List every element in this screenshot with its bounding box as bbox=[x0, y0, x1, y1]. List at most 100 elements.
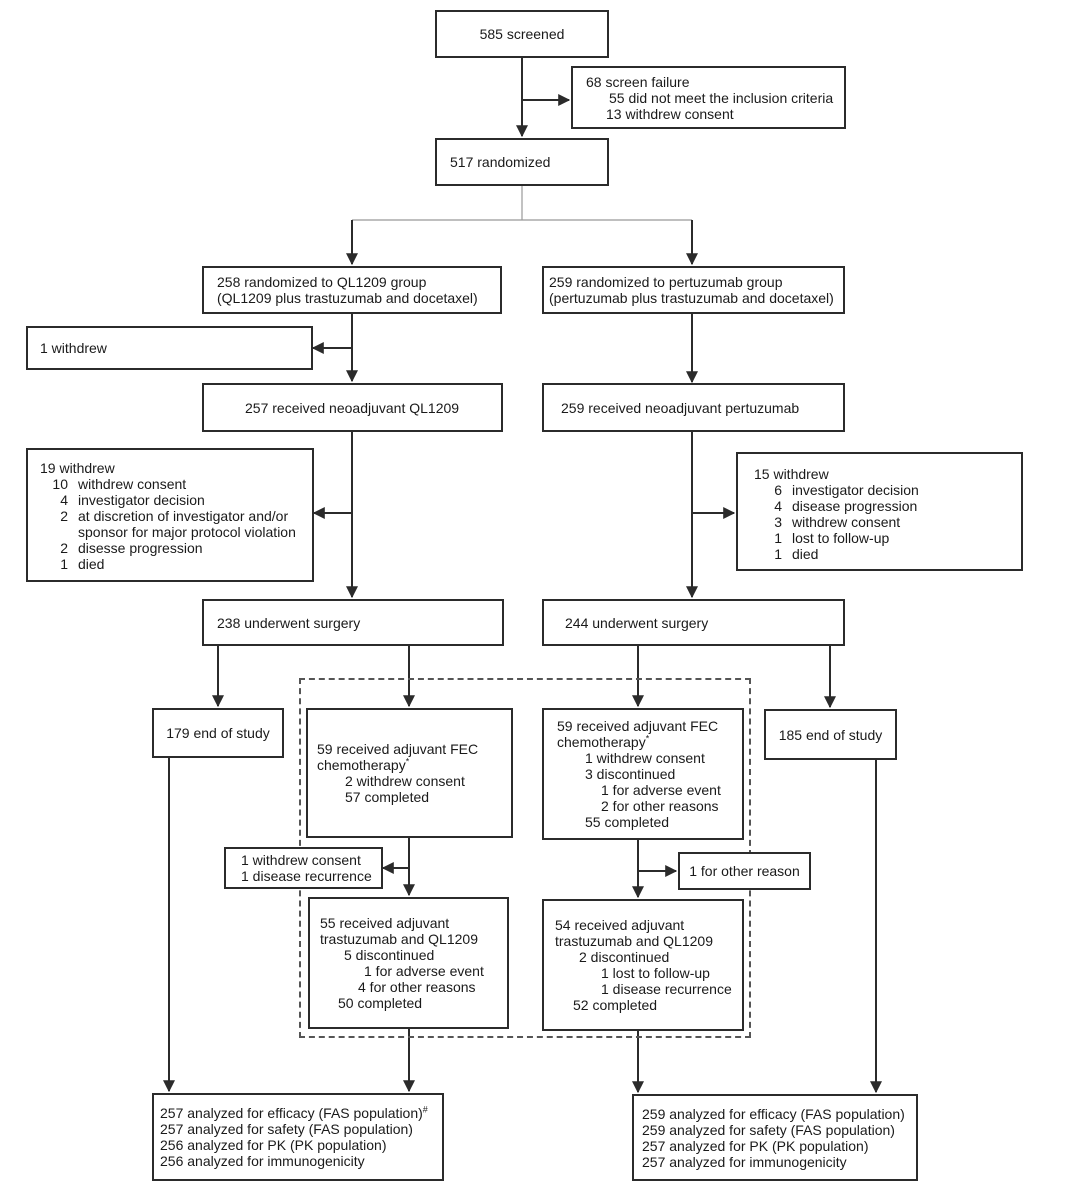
right-fec-title: 59 received adjuvant FEC bbox=[557, 718, 719, 734]
right-received-label: 259 received neoadjuvant pertuzumab bbox=[561, 399, 800, 416]
box-left-side: 1 withdrew consent 1 disease recurrence bbox=[224, 847, 383, 889]
box-left-end-of-study: 179 end of study bbox=[152, 708, 284, 758]
right-fec-item: 1 withdrew consent bbox=[585, 750, 705, 766]
screen-failure-item: 13 withdrew consent bbox=[606, 105, 734, 122]
right-analysis-line: 257 analyzed for PK (PK population) bbox=[642, 1137, 869, 1154]
withdrawal-reason-row: 2 at discretion of investigator and/or bbox=[40, 508, 312, 524]
left-adjuvant-sub: 1 for adverse event bbox=[364, 963, 484, 979]
right-withdrew-15-title: 15 withdrew bbox=[754, 466, 829, 482]
box-right-analysis: 259 analyzed for efficacy (FAS populatio… bbox=[632, 1094, 918, 1181]
left-group-line: 258 randomized to QL1209 group bbox=[217, 274, 427, 290]
right-group-line: 259 randomized to pertuzumab group bbox=[549, 274, 783, 290]
withdrawal-reason-row: 3 withdrew consent bbox=[754, 514, 1021, 530]
right-adjuvant-sub: 1 lost to follow-up bbox=[601, 965, 710, 981]
withdrawal-reason: investigator decision bbox=[792, 482, 919, 498]
right-adjuvant-discontinued: 2 discontinued bbox=[579, 949, 670, 965]
box-left-adjuvant: 55 received adjuvant trastuzumab and QL1… bbox=[308, 897, 509, 1029]
withdrawal-reason: sponsor for major protocol violation bbox=[78, 524, 296, 540]
box-right-received: 259 received neoadjuvant pertuzumab bbox=[542, 383, 845, 432]
right-analysis-line: 259 analyzed for safety (FAS population) bbox=[642, 1121, 895, 1138]
box-left-withdrew-19: 19 withdrew 10 withdrew consent 4 investiga… bbox=[26, 448, 314, 582]
right-adjuvant-completed: 52 completed bbox=[573, 997, 658, 1013]
right-adjuvant-sub: 1 disease recurrence bbox=[601, 981, 732, 997]
box-left-analysis: 257 analyzed for efficacy (FAS populatio… bbox=[152, 1093, 444, 1181]
right-group-line: (pertuzumab plus trastuzumab and docetax… bbox=[549, 290, 834, 306]
left-analysis-footnote-mark: # bbox=[422, 1104, 428, 1115]
left-analysis-line: 256 analyzed for PK (PK population) bbox=[160, 1137, 387, 1153]
withdrawal-count: 4 bbox=[60, 492, 68, 508]
right-fec-completed: 55 completed bbox=[585, 814, 670, 830]
right-fec-sub: 2 for other reasons bbox=[601, 798, 719, 814]
withdrawal-count: 1 bbox=[774, 546, 782, 562]
left-group-line: (QL1209 plus trastuzumab and docetaxel) bbox=[217, 290, 478, 306]
screened-label: 585 screened bbox=[479, 26, 565, 42]
left-surgery-label: 238 underwent surgery bbox=[217, 614, 361, 631]
withdrawal-reason-row: 2 disesse progression bbox=[40, 540, 312, 556]
box-right-fec: 59 received adjuvant FEC chemotherapy* 1… bbox=[542, 708, 744, 840]
withdrawal-reason: disease progression bbox=[792, 498, 918, 514]
screen-failure-title: 68 screen failure bbox=[586, 73, 690, 90]
left-adjuvant-title: 55 received adjuvant bbox=[320, 915, 450, 931]
box-left-surgery: 238 underwent surgery bbox=[202, 599, 504, 646]
withdrawal-reason-row: 10 withdrew consent bbox=[40, 476, 312, 492]
withdrawal-reason: withdrew consent bbox=[78, 476, 187, 492]
left-analysis-line: 257 analyzed for efficacy (FAS populatio… bbox=[160, 1104, 428, 1121]
box-screened: 585 screened bbox=[435, 10, 609, 58]
right-fec-sub: 1 for adverse event bbox=[601, 782, 721, 798]
withdrawal-reason: lost to follow-up bbox=[792, 530, 890, 546]
withdrawal-reason: died bbox=[78, 556, 105, 572]
left-withdrew-19-list: 10 withdrew consent 4 investigator decision… bbox=[40, 476, 312, 572]
right-fec-title: chemotherapy* bbox=[557, 733, 650, 750]
right-side-label: 1 for other reason bbox=[689, 863, 800, 879]
left-end-of-study-label: 179 end of study bbox=[166, 725, 270, 741]
left-withdrew-1-label: 1 withdrew bbox=[40, 340, 107, 356]
withdrawal-count: 3 bbox=[774, 514, 782, 530]
right-analysis-line: 257 analyzed for immunogenicity bbox=[642, 1153, 847, 1170]
right-fec-item: 3 discontinued bbox=[585, 766, 676, 782]
left-fec-title: 59 received adjuvant FEC bbox=[317, 741, 479, 757]
withdrawal-count: 2 bbox=[60, 508, 68, 524]
left-side-line: 1 disease recurrence bbox=[241, 868, 372, 884]
box-right-group: 259 randomized to pertuzumab group (pert… bbox=[542, 266, 845, 314]
withdrawal-count: 1 bbox=[774, 530, 782, 546]
left-fec-title: chemotherapy* bbox=[317, 756, 410, 773]
withdrawal-reason: investigator decision bbox=[78, 492, 205, 508]
left-fec-item: 57 completed bbox=[345, 789, 430, 805]
right-fec-footnote-mark: * bbox=[645, 733, 650, 744]
withdrawal-count bbox=[40, 524, 78, 540]
left-adjuvant-completed: 50 completed bbox=[338, 995, 423, 1011]
withdrawal-reason-row: 1 died bbox=[754, 546, 1021, 562]
withdrawal-count: 10 bbox=[52, 476, 68, 492]
left-analysis-line: 257 analyzed for safety (FAS population) bbox=[160, 1121, 413, 1137]
left-side-line: 1 withdrew consent bbox=[241, 852, 361, 868]
withdrawal-reason: at discretion of investigator and/or bbox=[78, 508, 289, 524]
left-adjuvant-title: trastuzumab and QL1209 bbox=[320, 931, 478, 947]
box-left-group: 258 randomized to QL1209 group (QL1209 p… bbox=[202, 266, 502, 314]
right-withdrew-15-list: 6 investigator decision 4 disease progressi… bbox=[754, 482, 1021, 562]
left-received-label: 257 received neoadjuvant QL1209 bbox=[245, 399, 460, 416]
right-end-of-study-label: 185 end of study bbox=[778, 726, 883, 743]
left-fec-footnote-mark: * bbox=[405, 756, 410, 767]
box-left-fec: 59 received adjuvant FEC chemotherapy* 2… bbox=[306, 708, 513, 838]
withdrawal-reason-row: 1 lost to follow-up bbox=[754, 530, 1021, 546]
left-adjuvant-discontinued: 5 discontinued bbox=[344, 947, 435, 963]
box-randomized: 517 randomized bbox=[435, 138, 609, 186]
withdrawal-reason-row: 4 investigator decision bbox=[40, 492, 312, 508]
right-surgery-label: 244 underwent surgery bbox=[565, 614, 709, 631]
left-withdrew-19-title: 19 withdrew bbox=[40, 460, 115, 476]
withdrawal-reason: withdrew consent bbox=[792, 514, 901, 530]
left-analysis-line: 256 analyzed for immunogenicity bbox=[160, 1153, 365, 1169]
withdrawal-reason-row: 4 disease progression bbox=[754, 498, 1021, 514]
box-left-withdrew-1: 1 withdrew bbox=[26, 326, 313, 370]
withdrawal-count: 2 bbox=[60, 540, 68, 556]
withdrawal-count: 4 bbox=[774, 498, 782, 514]
screen-failure-item: 55 did not meet the inclusion criteria bbox=[609, 89, 834, 106]
withdrawal-reason: died bbox=[792, 546, 819, 562]
box-right-side: 1 for other reason bbox=[678, 852, 811, 890]
withdrawal-reason: disesse progression bbox=[78, 540, 203, 556]
withdrawal-count: 6 bbox=[774, 482, 782, 498]
box-right-withdrew-15: 15 withdrew 6 investigator decision 4 disea… bbox=[736, 452, 1023, 571]
randomized-label: 517 randomized bbox=[450, 154, 551, 170]
box-screen-failure: 68 screen failure 55 did not meet the in… bbox=[571, 66, 846, 129]
